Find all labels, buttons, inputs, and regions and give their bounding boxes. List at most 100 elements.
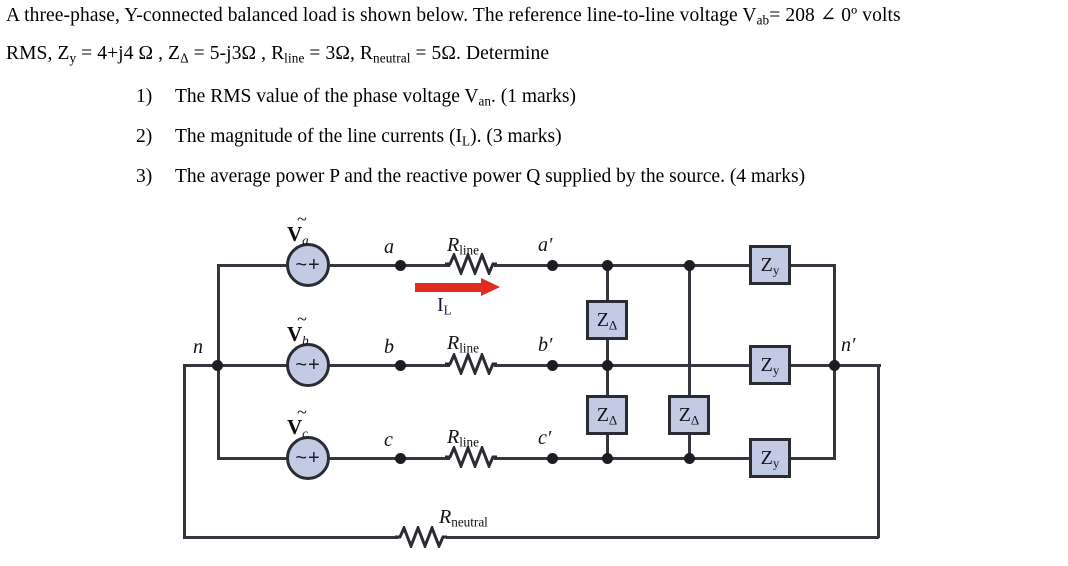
node-dot-c: [394, 452, 406, 464]
statement-text-b: = 208 ∠ 0º volts: [769, 5, 901, 26]
arrow-shaft: [415, 283, 483, 292]
source-label-vb-main: V: [287, 322, 303, 346]
node-dot-delta-col1-mid: [601, 359, 613, 371]
resistor-zigzag-icon: [395, 526, 447, 548]
label-rline-a: Rline: [447, 234, 479, 258]
label-rneutral: Rneutral: [439, 506, 488, 530]
ac-source-symbol: ~+: [295, 254, 321, 276]
ac-source-symbol: ~+: [295, 447, 321, 469]
question-1-number: 1): [136, 86, 153, 107]
ac-source-symbol: ~+: [295, 354, 321, 376]
impedance-z-y-b[interactable]: Zy: [749, 345, 791, 385]
problem-statement-line-1: A three-phase, Y-connected balanced load…: [6, 6, 901, 27]
z-y-b-main: Z: [760, 354, 773, 376]
given-sub-rneutral: neutral: [373, 50, 411, 66]
z-delta-1-main: Z: [596, 309, 609, 331]
wire-source-b-to-rline: [328, 363, 450, 367]
wire-n-to-source-c: [218, 456, 288, 460]
node-dot-a-prime: [546, 259, 558, 271]
wire-delta-1-bottom-lead: [605, 340, 609, 365]
source-label-vc-sub: c: [302, 425, 308, 441]
impedance-z-delta-2[interactable]: ZΔ: [586, 395, 628, 435]
impedance-z-y-a[interactable]: Zy: [749, 245, 791, 285]
wire-a-prime-bus-top: [607, 263, 751, 267]
statement-text-a: A three-phase, Y-connected balanced load…: [6, 5, 757, 26]
resistor-rneutral[interactable]: [395, 526, 447, 548]
node-dot-n-prime: [828, 359, 840, 371]
node-label-n-prime: n′: [841, 334, 856, 356]
wire-zy-a-to-neutral-bus: [789, 263, 836, 267]
wire-neutral-return-left: [182, 536, 398, 539]
question-2-text-b: ). (3 marks): [470, 126, 562, 147]
z-y-b-sub: y: [772, 362, 780, 378]
node-label-a-prime: a′: [538, 234, 553, 256]
node-dot-b-prime: [546, 359, 558, 371]
wire-delta-3-bottom-lead: [687, 435, 691, 459]
z-delta-3-sub: Δ: [690, 412, 700, 428]
z-delta-1-sub: Δ: [608, 317, 618, 333]
wire-n-to-source-b: [184, 363, 288, 367]
problem-statement-line-2: RMS, Zy = 4+j4 Ω , ZΔ = 5-j3Ω , Rline = …: [6, 44, 549, 65]
node-label-c-prime: c′: [538, 427, 552, 449]
label-rline-c: Rline: [447, 426, 479, 450]
z-delta-2-main: Z: [596, 404, 609, 426]
wire-delta-3-top-lead: [687, 263, 691, 396]
given-sub-zy: y: [69, 50, 77, 66]
statement-sub-ab: ab: [756, 12, 770, 28]
source-label-vc-main: V: [287, 415, 303, 439]
source-label-va-main: V: [287, 222, 303, 246]
wire-n-down-to-neutral-return: [182, 363, 186, 539]
resistor-rline-c[interactable]: [445, 446, 497, 468]
given-sub-rline: line: [284, 50, 305, 66]
question-1-text-b: . (1 marks): [490, 86, 576, 107]
wire-c-prime-bus-bottom: [607, 456, 751, 460]
label-rline-b-main: R: [447, 332, 460, 354]
label-rneutral-sub: neutral: [451, 514, 488, 530]
current-label-il-sub: L: [443, 302, 452, 318]
node-dot-delta-col1-bottom: [601, 452, 613, 464]
phasor-tilde: ~: [297, 309, 307, 329]
wire-delta-1-top-lead: [605, 263, 609, 301]
resistor-rline-a[interactable]: [445, 253, 497, 275]
wire-delta-2-bottom-lead: [605, 435, 609, 459]
question-2-sub: L: [461, 133, 471, 149]
source-label-vc: ~Vc: [287, 402, 321, 442]
question-2-number: 2): [136, 126, 153, 147]
node-dot-b: [394, 359, 406, 371]
wire-n-to-source-a: [218, 263, 288, 267]
node-dot-a: [394, 259, 406, 271]
given-text-b: = 4+j4 Ω , Z: [76, 43, 181, 64]
resistor-zigzag-icon: [445, 353, 497, 375]
question-2-text: The magnitude of the line currents (IL).…: [175, 126, 562, 150]
wire-source-c-to-rline: [328, 456, 450, 460]
wire-neutral-return-right: [446, 536, 879, 539]
node-label-b-prime: b′: [538, 334, 553, 356]
source-label-va: ~Va: [287, 209, 321, 249]
voltage-source-a[interactable]: ~+: [286, 243, 330, 287]
node-dot-delta-col1-top: [601, 259, 613, 271]
resistor-rline-b[interactable]: [445, 353, 497, 375]
wire-b-prime-bus: [607, 363, 751, 367]
current-label-il: IL: [437, 294, 452, 318]
voltage-source-b[interactable]: ~+: [286, 343, 330, 387]
wire-zy-c-to-neutral-bus: [789, 456, 836, 460]
voltage-source-c[interactable]: ~+: [286, 436, 330, 480]
node-dot-delta-col2-top: [683, 259, 695, 271]
label-rline-a-main: R: [447, 234, 460, 256]
source-label-va-sub: a: [302, 232, 309, 248]
wire-n-prime-down-to-neutral-return: [876, 363, 880, 538]
given-sub-zdelta: Δ: [180, 50, 189, 66]
label-rline-a-sub: line: [459, 242, 479, 258]
z-y-a-sub: y: [772, 262, 780, 278]
impedance-z-delta-3[interactable]: ZΔ: [668, 395, 710, 435]
question-3-text: The average power P and the reactive pow…: [175, 166, 806, 187]
node-dot-n: [211, 359, 223, 371]
impedance-z-delta-1[interactable]: ZΔ: [586, 300, 628, 340]
node-label-n: n: [193, 336, 203, 358]
node-label-b: b: [384, 336, 394, 358]
question-2-text-a: The magnitude of the line currents (I: [175, 126, 462, 147]
question-1-text: The RMS value of the phase voltage Van. …: [175, 86, 576, 110]
z-y-c-main: Z: [760, 447, 773, 469]
node-dot-delta-col2-bottom: [683, 452, 695, 464]
impedance-z-y-c[interactable]: Zy: [749, 438, 791, 478]
